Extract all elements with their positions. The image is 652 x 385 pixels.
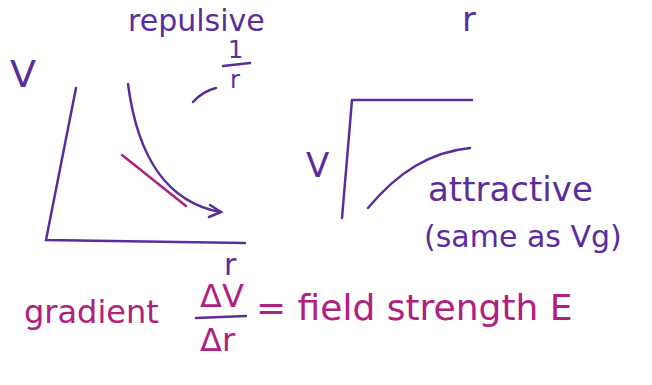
axis-label: r (224, 250, 236, 280)
leader-line (193, 88, 216, 102)
tangent-line (122, 155, 186, 206)
fraction-bar (223, 63, 250, 66)
fraction-denominator: Δr (200, 324, 235, 356)
axis-label: r (462, 2, 476, 36)
curve-end (209, 205, 221, 217)
repulsive-curve (128, 84, 220, 212)
note: (same as Vg) (424, 222, 622, 252)
graph-title: repulsive (128, 6, 265, 36)
note: gradient (24, 296, 159, 328)
axis-label: V (306, 148, 329, 182)
fraction-bar (196, 316, 246, 318)
axes-repulsive (46, 88, 245, 243)
equation-text: = field strength E (256, 290, 573, 326)
fraction-numerator: 1 (228, 38, 243, 62)
fraction-denominator: r (230, 68, 240, 92)
fraction-numerator: ΔV (200, 280, 244, 312)
graph-title: attractive (428, 172, 593, 206)
axis-label: V (10, 55, 36, 93)
graphs (46, 63, 472, 318)
